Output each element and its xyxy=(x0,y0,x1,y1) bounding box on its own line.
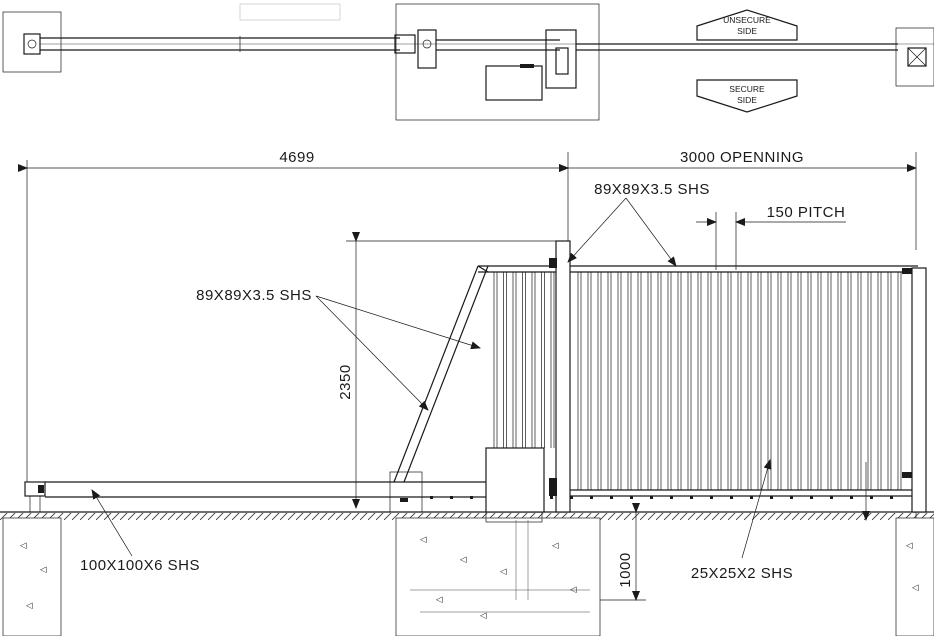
catch-post xyxy=(911,267,927,513)
rail-clip xyxy=(790,496,793,499)
rail-clip xyxy=(450,496,453,499)
rail-clip xyxy=(730,496,733,499)
unsecure-side-line2: SIDE xyxy=(737,26,757,36)
left-footing xyxy=(2,517,62,636)
svg-text:◁: ◁ xyxy=(20,540,27,550)
motor-pier-plan xyxy=(395,3,600,121)
footings: ◁ ◁ ◁ ◁ ◁ ◁ ◁ ◁ ◁ ◁ ◁ ◁ xyxy=(2,511,934,636)
dim-overall-left: 4699 xyxy=(279,149,314,166)
gate-motor xyxy=(485,447,545,513)
left-pier-plan xyxy=(2,11,62,73)
guide-bracket-plan xyxy=(417,29,437,69)
rail-clip xyxy=(750,496,753,499)
dim-height: 2350 xyxy=(337,364,354,399)
catch-post-plan xyxy=(907,47,927,67)
svg-text:◁: ◁ xyxy=(480,610,487,620)
gate-post xyxy=(555,240,571,513)
callout-frame-section: 89X89X3.5 SHS xyxy=(196,287,481,411)
dimension-footing-depth: 1000 xyxy=(600,503,646,601)
rail-clip xyxy=(650,496,653,499)
rail-clip xyxy=(590,496,593,499)
dimension-pitch: 150 PITCH xyxy=(696,204,846,270)
unsecure-side-line1: UNSECURE xyxy=(723,15,771,25)
callout-rail-section: 100X100X6 SHS xyxy=(80,489,200,574)
svg-text:◁: ◁ xyxy=(570,584,577,594)
svg-text:◁: ◁ xyxy=(436,594,443,604)
rail-clip xyxy=(570,496,573,499)
label-post-section: 89X89X3.5 SHS xyxy=(594,181,710,198)
callout-picket-section: 25X25X2 SHS xyxy=(691,459,793,582)
rail-clip xyxy=(470,496,473,499)
secure-side-line1: SECURE xyxy=(729,84,765,94)
gate-frame xyxy=(393,240,927,518)
motor-footing xyxy=(395,517,601,636)
right-pier-plan xyxy=(895,27,934,87)
guide-roller-bracket xyxy=(389,471,423,513)
rail-clip xyxy=(690,496,693,499)
svg-text:◁: ◁ xyxy=(420,534,427,544)
svg-text:◁: ◁ xyxy=(460,554,467,564)
picket-infill xyxy=(430,272,902,499)
rail-clip xyxy=(610,496,613,499)
rail-clip xyxy=(850,496,853,499)
motor-plan xyxy=(485,65,543,101)
rail-clip xyxy=(770,496,773,499)
ground-line xyxy=(0,511,934,520)
label-frame-section: 89X89X3.5 SHS xyxy=(196,287,312,304)
rail-clip xyxy=(630,496,633,499)
left-post-and-rail xyxy=(24,471,486,513)
rail-clip xyxy=(430,496,433,499)
plan-view: UNSECURE SIDE SECURE SIDE xyxy=(2,3,934,121)
dim-pitch: 150 PITCH xyxy=(767,204,846,221)
rail-clip xyxy=(830,496,833,499)
rail-clip xyxy=(890,496,893,499)
svg-text:◁: ◁ xyxy=(906,540,913,550)
dimension-overall: 4699 3000 OPENNING xyxy=(18,149,917,488)
svg-text:◁: ◁ xyxy=(912,582,919,592)
label-rail-section: 100X100X6 SHS xyxy=(80,557,200,574)
svg-text:◁: ◁ xyxy=(552,540,559,550)
right-footing xyxy=(895,517,934,636)
gate-post-plan xyxy=(545,29,577,89)
rail-clip xyxy=(710,496,713,499)
dimension-height: 2350 xyxy=(337,232,556,509)
elevation-view: 4699 3000 OPENNING 150 PITCH 2350 xyxy=(0,149,934,636)
svg-text:◁: ◁ xyxy=(500,566,507,576)
label-picket-section: 25X25X2 SHS xyxy=(691,565,793,582)
callout-post-section: 89X89X3.5 SHS xyxy=(567,181,710,267)
secure-side-line2: SIDE xyxy=(737,95,757,105)
rail-clip xyxy=(670,496,673,499)
svg-text:◁: ◁ xyxy=(40,564,47,574)
rail-clip xyxy=(870,496,873,499)
dim-footing-depth: 1000 xyxy=(617,552,634,587)
left-post-plan xyxy=(23,33,41,55)
secure-side-label: SECURE SIDE xyxy=(696,79,798,113)
rail-clip xyxy=(550,496,553,499)
unsecure-side-label: UNSECURE SIDE xyxy=(696,9,798,41)
svg-text:◁: ◁ xyxy=(26,600,33,610)
rail-clip xyxy=(810,496,813,499)
dim-opening: 3000 OPENNING xyxy=(680,149,804,166)
